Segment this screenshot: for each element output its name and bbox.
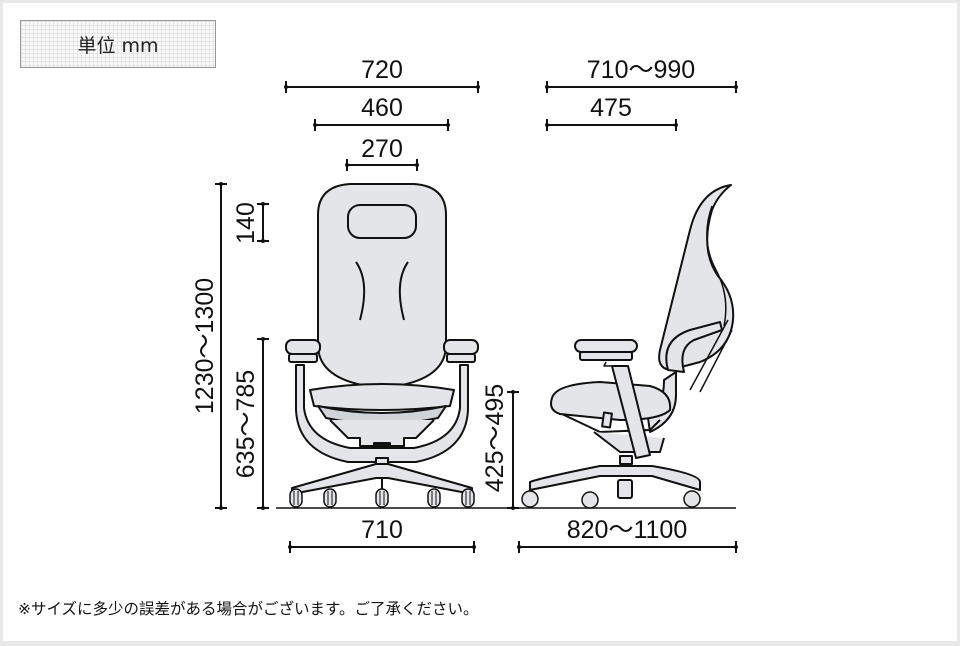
dim-label-720: 720	[361, 56, 403, 84]
dim-label-475: 475	[590, 94, 632, 122]
dim-label-140: 140	[232, 202, 260, 244]
dim-armrest-width: 460	[312, 94, 451, 132]
dim-overall-width: 720	[283, 56, 481, 94]
dim-armrest-height: 635〜785	[232, 336, 270, 511]
dim-label-425-495: 425〜495	[481, 384, 509, 492]
dim-label-1230-1300: 1230〜1300	[191, 278, 219, 414]
dim-seat-depth: 475	[544, 94, 679, 132]
dim-seat-height: 425〜495	[481, 384, 520, 511]
dim-label-710-990: 710〜990	[587, 56, 695, 84]
dim-label-270: 270	[361, 135, 403, 163]
dim-overall-height: 1230〜1300	[191, 181, 228, 511]
side-view-chair	[529, 184, 735, 499]
dim-base-width: 710	[287, 516, 477, 554]
dim-label-635-785: 635〜785	[232, 370, 260, 478]
side-casters	[521, 490, 701, 509]
dim-label-820-1100: 820〜1100	[567, 516, 687, 544]
tolerance-note: ※サイズに多少の誤差がある場合がございます。ご了承ください。	[18, 600, 479, 618]
front-view-chair	[285, 183, 479, 495]
dim-headrest-width: 270	[344, 135, 420, 172]
dim-label-710: 710	[361, 516, 403, 544]
unit-label: 単位 mm	[77, 34, 159, 57]
front-casters	[289, 488, 475, 508]
dim-base-depth: 820〜1100	[516, 516, 739, 554]
dim-overall-depth: 710〜990	[544, 56, 739, 94]
dim-headrest-height: 140	[232, 201, 270, 244]
diagram-frame	[3, 3, 957, 641]
dim-label-460: 460	[361, 94, 403, 122]
unit-label-box: 単位 mm	[20, 20, 216, 68]
